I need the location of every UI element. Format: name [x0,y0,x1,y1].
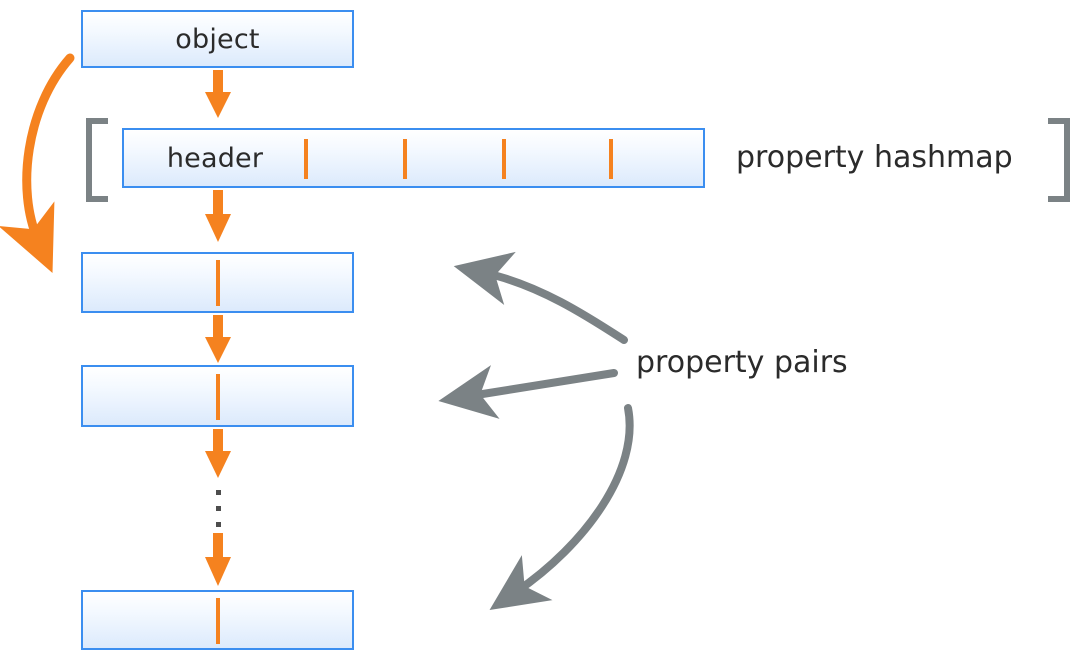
header-cell-label: header [166,143,264,174]
hashmap-cell-divider-1 [304,139,308,179]
gray-arrow-upper [453,251,628,344]
orange-down-arrow-ellipsis-to-last [205,533,231,586]
hashmap-bracket-right [1048,118,1070,202]
orange-down-arrow-pair1-to-pair2 [205,315,231,363]
orange-down-arrow-object-to-header [205,70,231,118]
hashmap-cell-divider-4 [609,139,613,179]
hashmap-cell-divider-3 [502,139,506,179]
pair-row-last-divider [216,598,220,644]
ellipsis-dot-3 [216,522,221,527]
hashmap-cell-divider-2 [403,139,407,179]
object-box[interactable] [81,10,354,68]
orange-down-arrow-pair2-to-ellipsis [205,429,231,478]
object-box-label: object [175,24,260,55]
ellipsis-dot-2 [216,506,221,511]
gray-arrow-middle [438,365,618,419]
ellipsis-dot-1 [216,490,221,495]
hashmap-row-box[interactable] [122,128,705,188]
hashmap-bracket-left [86,118,108,202]
property-hashmap-label: property hashmap [736,140,1013,175]
pair-row-2-divider [216,374,220,420]
gray-arrow-lower [489,404,634,611]
orange-down-arrow-header-to-pair1 [205,190,231,242]
property-pairs-label: property pairs [636,345,848,380]
pair-row-1-divider [216,260,220,306]
orange-curved-arrow-object-to-pairs [0,53,75,273]
